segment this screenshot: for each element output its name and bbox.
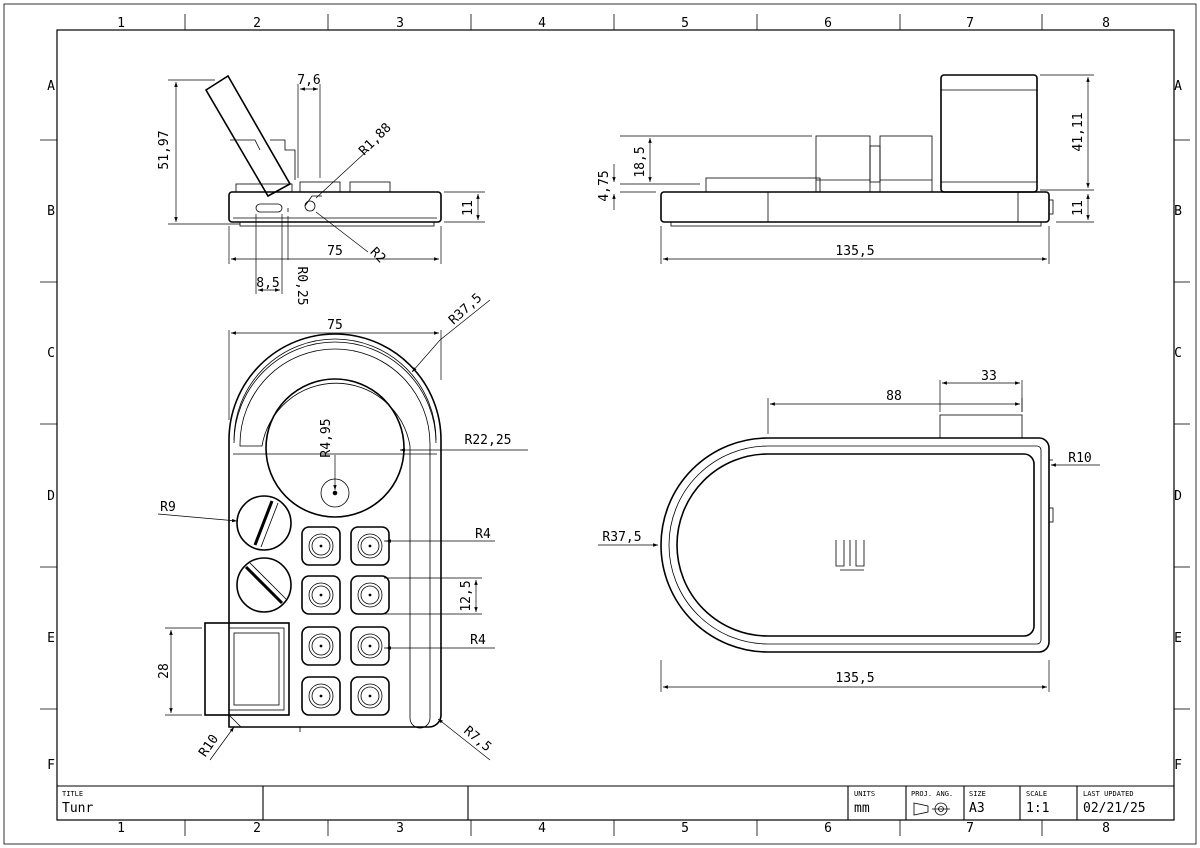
- dim-side-radius-b: R2: [367, 245, 389, 267]
- scale-label: SCALE: [1026, 790, 1047, 798]
- dim-plan-corner-radius: R10: [1068, 451, 1091, 466]
- grid-col-label: 7: [966, 16, 974, 31]
- dim-top-button-pitch: 12,5: [459, 580, 474, 611]
- dim-plan-end-radius: R37,5: [602, 530, 641, 545]
- size-label: SIZE: [969, 790, 986, 798]
- dim-side-radius-a: R1,88: [356, 120, 394, 158]
- grid-col-label: 7: [966, 821, 974, 836]
- grid-row-labels-left: A B C D E F: [47, 79, 55, 773]
- size-value: A3: [969, 801, 985, 816]
- third-angle-projection-icon: [913, 802, 950, 816]
- dim-front-h-small: 4,75: [597, 170, 612, 201]
- title-block: TITLE Tunr UNITS mm PROJ. ANG. SIZE A3 S…: [57, 785, 1174, 820]
- last-updated-label: LAST UPDATED: [1083, 790, 1134, 798]
- grid-column-labels-bottom: 1 2 3 4 5 6 7 8: [117, 821, 1110, 836]
- grid-row-label: E: [1174, 631, 1182, 646]
- grid-row-label: D: [1174, 489, 1182, 504]
- dim-top-button-radius-a: R4: [475, 527, 491, 542]
- grid-row-label: F: [47, 758, 55, 773]
- grid-col-label: 3: [396, 821, 404, 836]
- dim-front-h-mid: 18,5: [633, 146, 648, 177]
- grid-row-label: C: [47, 346, 55, 361]
- dim-top-center-radius: R4,95: [319, 418, 334, 457]
- sheet-frame: [3, 3, 1197, 845]
- dim-top-knob-radius: R22,25: [465, 433, 512, 448]
- grid-row-label: B: [1174, 204, 1182, 219]
- grid-col-label: 1: [117, 821, 125, 836]
- grid-col-label: 8: [1102, 16, 1110, 31]
- proj-angle-label: PROJ. ANG.: [911, 790, 953, 798]
- dim-front-h-tall: 41,11: [1071, 112, 1086, 151]
- side-view: 51,97 7,6 R1,88 11 75 R2 8,5 R0,25: [157, 73, 485, 306]
- grid-col-label: 2: [253, 821, 261, 836]
- units-label: UNITS: [854, 790, 875, 798]
- grid-row-label: E: [47, 631, 55, 646]
- grid-col-label: 4: [538, 16, 546, 31]
- dim-top-width: 75: [327, 318, 343, 333]
- grid-col-label: 4: [538, 821, 546, 836]
- grid-col-label: 6: [824, 821, 832, 836]
- dim-side-radius-c: R0,25: [294, 266, 309, 305]
- front-view: 4,75 18,5 41,11 11 135,5: [597, 74, 1094, 264]
- dim-front-base-height: 11: [1071, 200, 1086, 216]
- dim-side-top-gap: 7,6: [297, 73, 320, 88]
- grid-row-label: B: [47, 204, 55, 219]
- dim-plan-width-a: 33: [981, 369, 997, 384]
- dim-top-tab-height: 28: [157, 663, 172, 679]
- title-label: TITLE: [62, 790, 83, 798]
- dim-top-corner-radius-b: R7,5: [460, 724, 494, 756]
- dim-top-screw-radius: R9: [160, 500, 176, 515]
- grid-col-label: 5: [681, 16, 689, 31]
- grid-row-label: F: [1174, 758, 1182, 773]
- dim-side-height: 51,97: [157, 130, 172, 169]
- grid-col-label: 5: [681, 821, 689, 836]
- dim-side-base-height: 11: [461, 200, 476, 216]
- grid-row-label: D: [47, 489, 55, 504]
- dim-top-corner-radius: R10: [196, 732, 222, 760]
- top-view: 75 R37,5 R4,95 R22,25 R9 R4 12,5 R4 28 R…: [157, 291, 528, 761]
- grid-column-labels-top: 1 2 3 4 5 6 7 8: [117, 16, 1110, 31]
- dim-top-button-radius-b: R4: [470, 633, 486, 648]
- grid-col-label: 3: [396, 16, 404, 31]
- dim-side-width: 75: [327, 244, 343, 259]
- title-value: Tunr: [62, 801, 93, 816]
- last-updated-value: 02/21/25: [1083, 801, 1146, 816]
- scale-value: 1:1: [1026, 801, 1049, 816]
- dim-plan-width-b: 88: [886, 389, 902, 404]
- grid-col-label: 1: [117, 16, 125, 31]
- grid-row-labels-right: A B C D E F: [1174, 79, 1182, 773]
- grid-row-label: A: [1174, 79, 1182, 94]
- dim-side-hole-width: 8,5: [256, 276, 279, 291]
- plan-view: 33 88 R10 R37,5 135,5: [598, 369, 1100, 692]
- grid-col-label: 2: [253, 16, 261, 31]
- grid-col-label: 8: [1102, 821, 1110, 836]
- dim-plan-length: 135,5: [835, 671, 874, 686]
- dim-front-width: 135,5: [835, 244, 874, 259]
- grid-row-label: A: [47, 79, 55, 94]
- grid-row-label: C: [1174, 346, 1182, 361]
- units-value: mm: [854, 801, 870, 816]
- dim-top-outer-radius: R37,5: [446, 291, 485, 328]
- grid-col-label: 6: [824, 16, 832, 31]
